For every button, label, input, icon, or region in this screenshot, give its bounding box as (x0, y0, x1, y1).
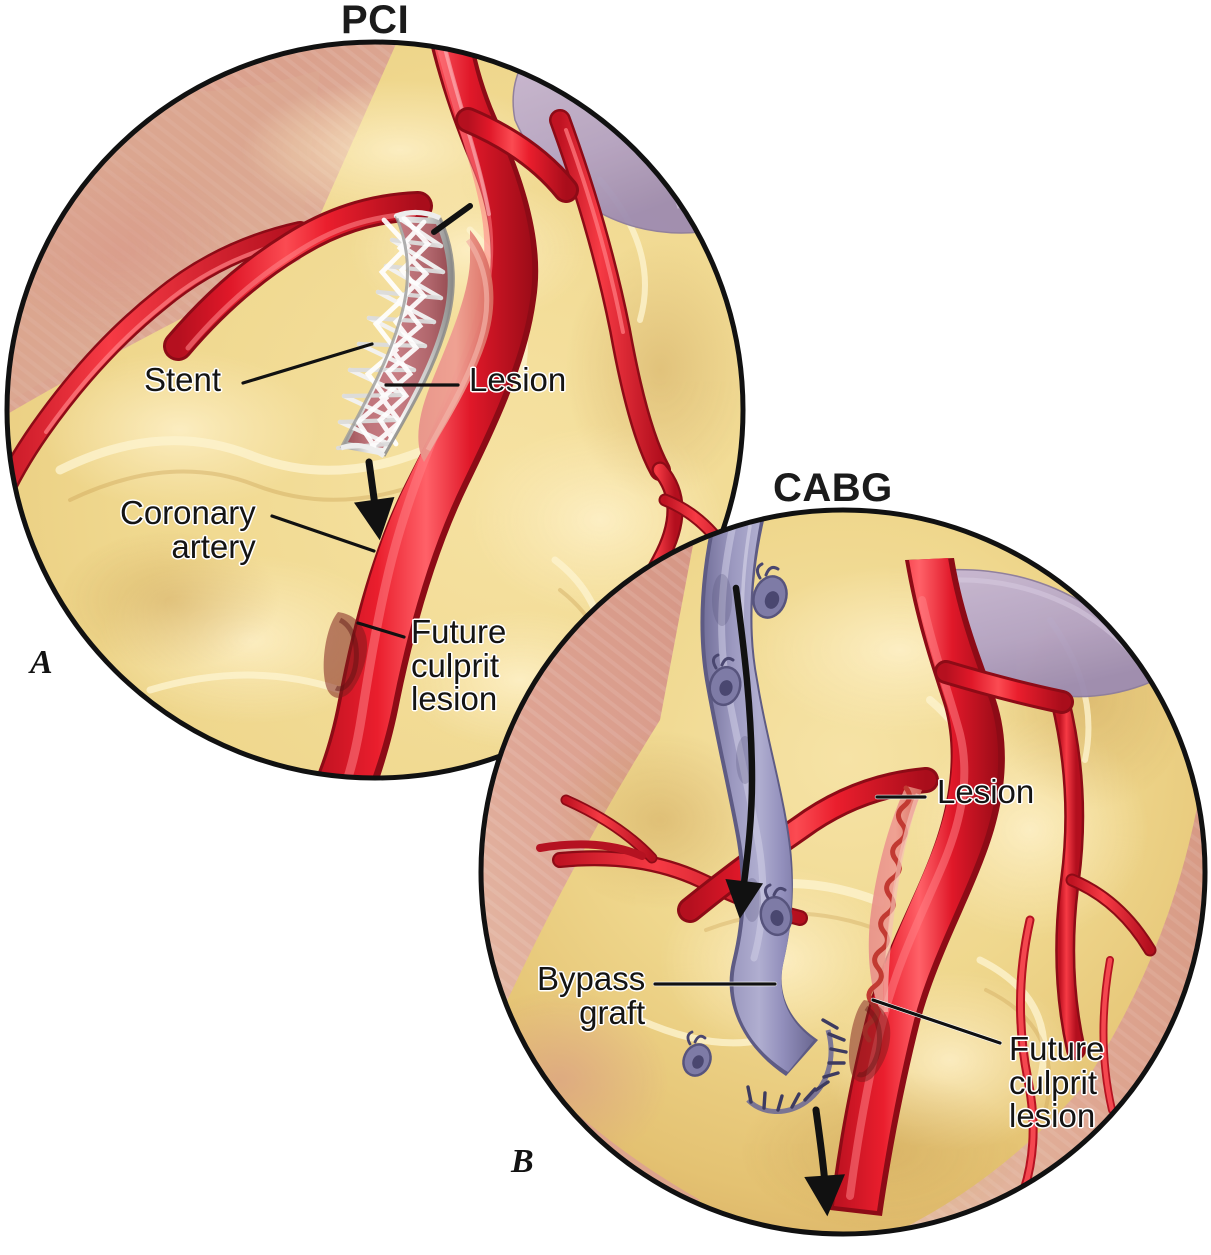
anastomosis-suture-line (746, 1018, 848, 1115)
leader-future-culprit-b-core (871, 998, 1002, 1045)
panel-b-title: CABG (773, 466, 893, 510)
panel-b-letter: B (511, 1143, 534, 1180)
panel-a-letter: A (30, 644, 53, 681)
leader-coronary-artery (270, 514, 376, 553)
label-future-culprit-lesion-a: Future culprit lesion (411, 613, 507, 718)
ligated-side-branch-group (682, 562, 793, 1077)
stent-mesh (335, 210, 455, 459)
label-lesion-a: Lesion (469, 361, 567, 398)
label-lesion-b: Lesion (937, 773, 1035, 810)
leader-stent (241, 342, 374, 385)
label-future-culprit-lesion-b: Future culprit lesion (1009, 1030, 1105, 1135)
label-coronary-artery: Coronary artery (120, 494, 256, 565)
panel-a-title: PCI (341, 0, 410, 42)
label-bypass-graft: Bypass graft (537, 960, 646, 1031)
leader-future-culprit-a (356, 621, 406, 639)
bypass-graft-shape (682, 512, 818, 1077)
label-stent: Stent (144, 361, 222, 398)
leader-lines (241, 342, 1003, 1046)
